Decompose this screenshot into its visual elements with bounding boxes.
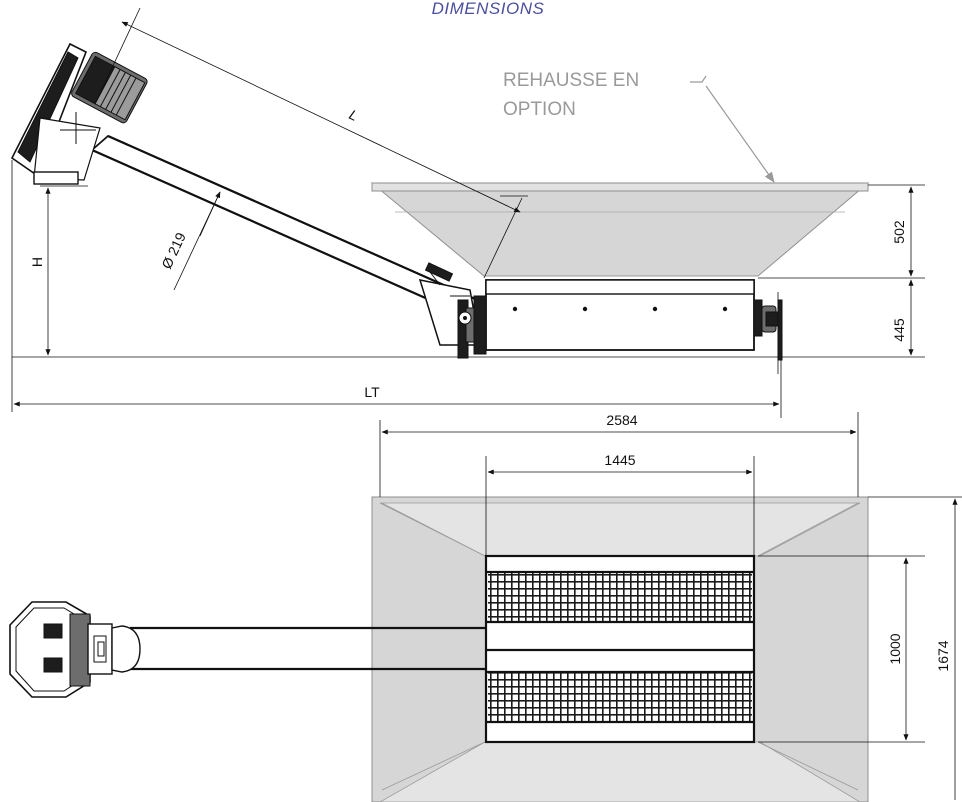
side-view: L Ø 219 H LT 502 445 <box>10 7 925 418</box>
tube-plan <box>130 626 486 671</box>
dimension-lt: LT <box>11 160 782 418</box>
page-title: DIMENSIONS <box>432 0 545 18</box>
grid-lower <box>488 672 752 722</box>
top-view: 2584 1445 1000 1674 <box>9 412 962 802</box>
dimension-1445-label: 1445 <box>604 452 635 468</box>
dimension-1000: 1000 <box>758 555 925 743</box>
dimension-diameter: Ø 219 <box>158 191 221 291</box>
dimension-h: H <box>29 185 88 356</box>
dimension-diameter-label: Ø 219 <box>158 230 189 272</box>
dimension-1674: 1674 <box>868 496 962 800</box>
hopper-body <box>485 279 783 374</box>
motor-plan <box>9 601 141 698</box>
dimension-lt-label: LT <box>364 384 380 400</box>
option-note-line1: REHAUSSE EN <box>503 70 639 91</box>
dimension-2584-label: 2584 <box>606 412 637 428</box>
body-plan <box>484 554 756 744</box>
option-note-line2: OPTION <box>503 99 576 120</box>
dimension-2584: 2584 <box>379 412 859 497</box>
dimension-vertical-right: 502 445 <box>758 184 925 356</box>
dimension-1445: 1445 <box>485 452 755 556</box>
dimension-1674-label: 1674 <box>935 640 951 671</box>
option-note: REHAUSSE EN OPTION <box>503 70 775 183</box>
screw-tube <box>90 134 487 359</box>
dimension-1000-label: 1000 <box>887 633 903 664</box>
dimension-h-label: H <box>29 257 45 267</box>
grid-upper <box>488 572 752 622</box>
dimension-502-label: 502 <box>891 220 907 244</box>
hopper-extension <box>370 182 870 277</box>
dimension-l-label: L <box>347 106 361 124</box>
dimension-445-label: 445 <box>891 318 907 342</box>
